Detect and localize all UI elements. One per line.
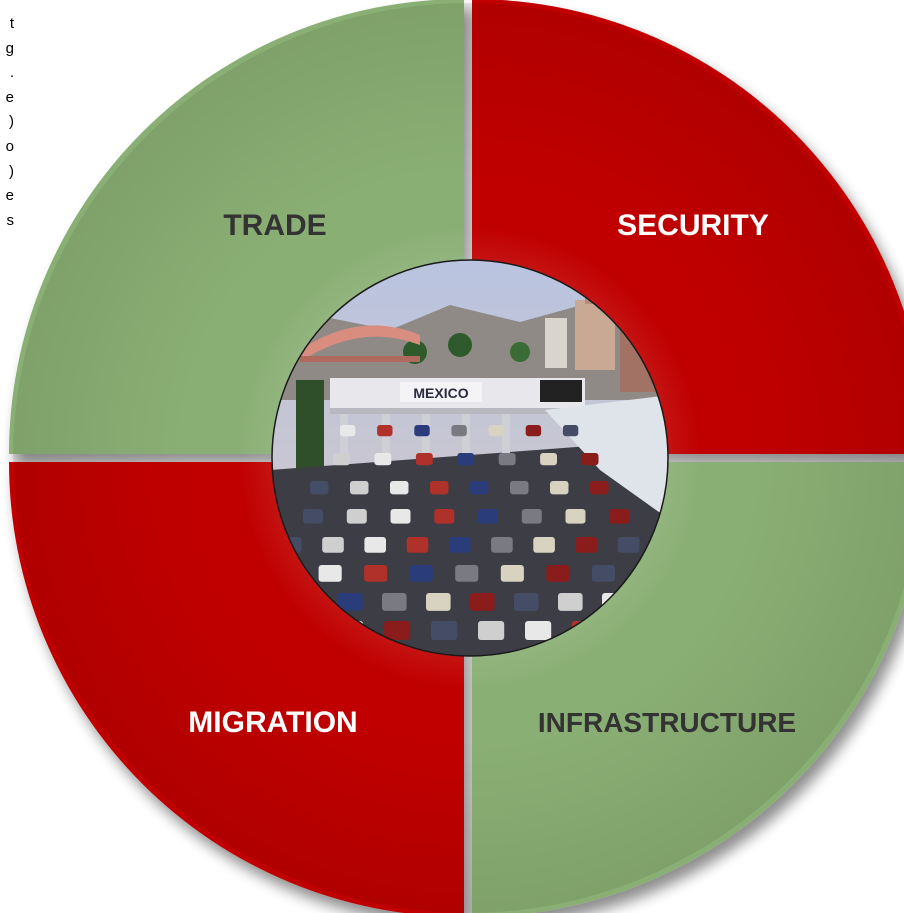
photo-car <box>377 425 393 437</box>
photo-car <box>455 565 479 582</box>
photo-car <box>546 565 570 582</box>
clipped-text-line: t <box>9 15 14 32</box>
photo-car <box>575 537 598 553</box>
clipped-text-line: ) <box>9 113 14 131</box>
photo-car <box>384 621 411 640</box>
photo-car <box>478 509 498 524</box>
migration-label: MIGRATION <box>188 706 357 739</box>
photo-car <box>430 481 449 495</box>
photo-car <box>451 425 467 437</box>
clipped-text-line: g <box>5 39 14 57</box>
photo-car <box>333 453 350 466</box>
clipped-text-line: ) <box>9 162 14 180</box>
photo-car <box>533 537 555 553</box>
photo-car <box>364 537 386 553</box>
photo-car <box>318 565 342 582</box>
photo-car <box>346 509 367 524</box>
clipped-text-line: . <box>9 64 14 82</box>
photo-car <box>434 509 455 524</box>
photo-car <box>525 621 552 640</box>
photo-car <box>491 537 513 553</box>
clipped-text-line: e <box>5 187 14 205</box>
photo-car <box>338 593 363 611</box>
photo-car <box>565 509 586 524</box>
photo-car <box>498 453 516 466</box>
photo-car <box>510 481 529 495</box>
photo-car <box>457 453 475 466</box>
mexico-sign: MEXICO <box>413 385 468 401</box>
clipped-text-line: s <box>6 211 15 229</box>
photo-car <box>581 453 599 466</box>
photo-car <box>521 509 542 524</box>
photo-car <box>617 537 640 553</box>
photo-car <box>470 593 495 611</box>
photo-car <box>488 425 504 437</box>
photo-car <box>390 509 411 524</box>
photo-car <box>478 621 505 640</box>
photo-car <box>406 537 429 553</box>
photo-car <box>540 453 557 466</box>
infrastructure-label: INFRASTRUCTURE <box>538 707 796 738</box>
photo-car <box>322 537 344 553</box>
photo-car <box>448 537 471 553</box>
photo-border <box>271 259 669 657</box>
photo-car <box>470 481 489 495</box>
photo-car <box>415 453 433 466</box>
trade-label: TRADE <box>223 209 326 242</box>
photo-car <box>350 481 369 495</box>
photo-car <box>303 509 323 524</box>
photo-car <box>364 565 388 582</box>
photo-car <box>374 453 392 466</box>
photo-car <box>340 425 356 437</box>
clipped-text-line: o <box>5 137 14 155</box>
photo-car <box>590 481 609 495</box>
photo-car <box>431 621 458 640</box>
photo-car <box>525 425 542 437</box>
border-crossing-photo: MEXICO <box>272 260 668 656</box>
photo-car <box>310 481 329 495</box>
photo-car <box>382 593 407 611</box>
photo-car <box>591 565 615 582</box>
photo-car <box>426 593 451 611</box>
security-label: SECURITY <box>617 209 769 242</box>
clipped-text-line: e <box>5 88 14 106</box>
clipped-side-text: t g . e ) o ) e s <box>0 12 14 233</box>
photo-car <box>550 481 569 495</box>
photo-car <box>514 593 539 611</box>
photo-car <box>562 425 579 437</box>
photo-car <box>609 509 630 524</box>
photo-car <box>414 425 430 437</box>
photo-car <box>500 565 524 582</box>
photo-car <box>558 593 583 611</box>
photo-car <box>390 481 409 495</box>
photo-car <box>409 565 433 582</box>
